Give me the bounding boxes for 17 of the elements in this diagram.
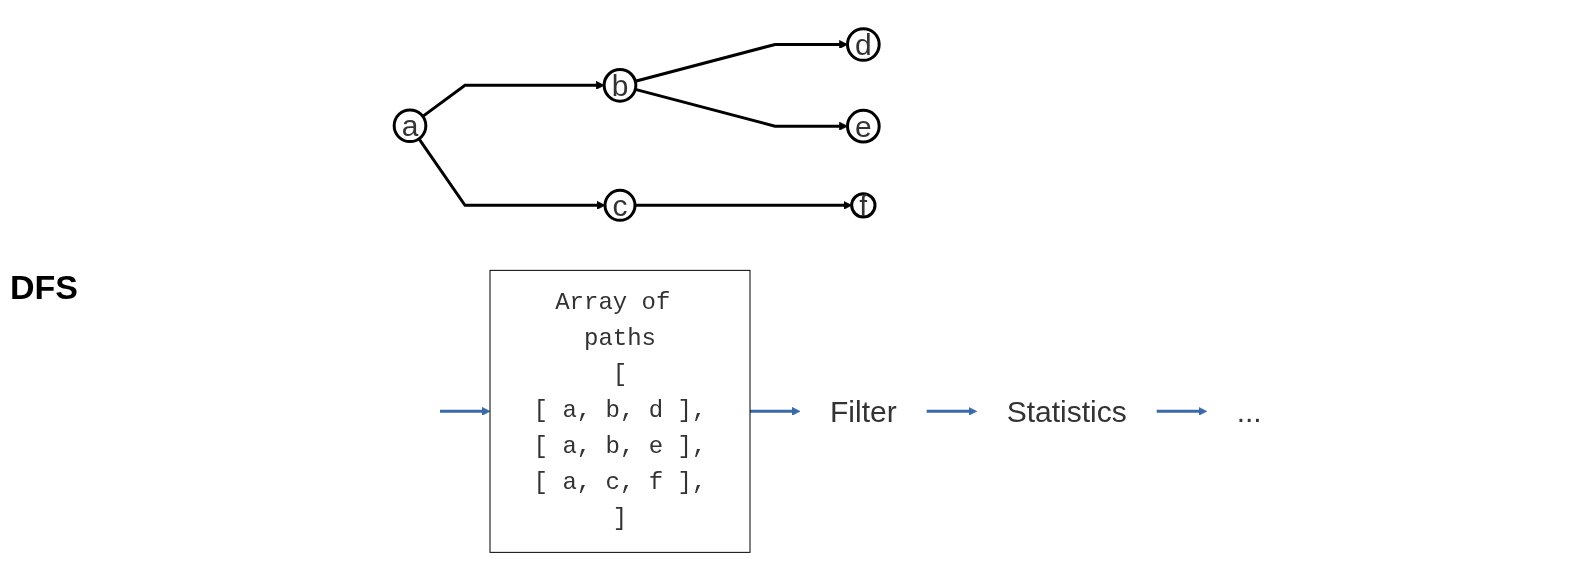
arrow	[1156, 407, 1208, 417]
node-text: ...	[1236, 395, 1262, 429]
arrow	[422, 81, 605, 118]
arrow	[440, 407, 491, 417]
arrow	[926, 407, 978, 417]
node-circle: e	[846, 109, 881, 144]
node-text: Statistics	[1006, 395, 1127, 429]
node-circle: f	[850, 192, 877, 219]
node-text: Filter	[830, 395, 897, 429]
node-circle: b	[602, 68, 638, 103]
node-circle: d	[846, 27, 881, 63]
node-circle: c	[603, 189, 637, 223]
arrow	[750, 407, 801, 417]
arrow	[417, 138, 606, 211]
node-box: Array of paths [ [ a, b, d ], [ a, b, e ], [ a, c, f ], ]	[489, 270, 751, 554]
label-text: DFS	[10, 268, 79, 307]
node-circle: a	[392, 108, 428, 144]
